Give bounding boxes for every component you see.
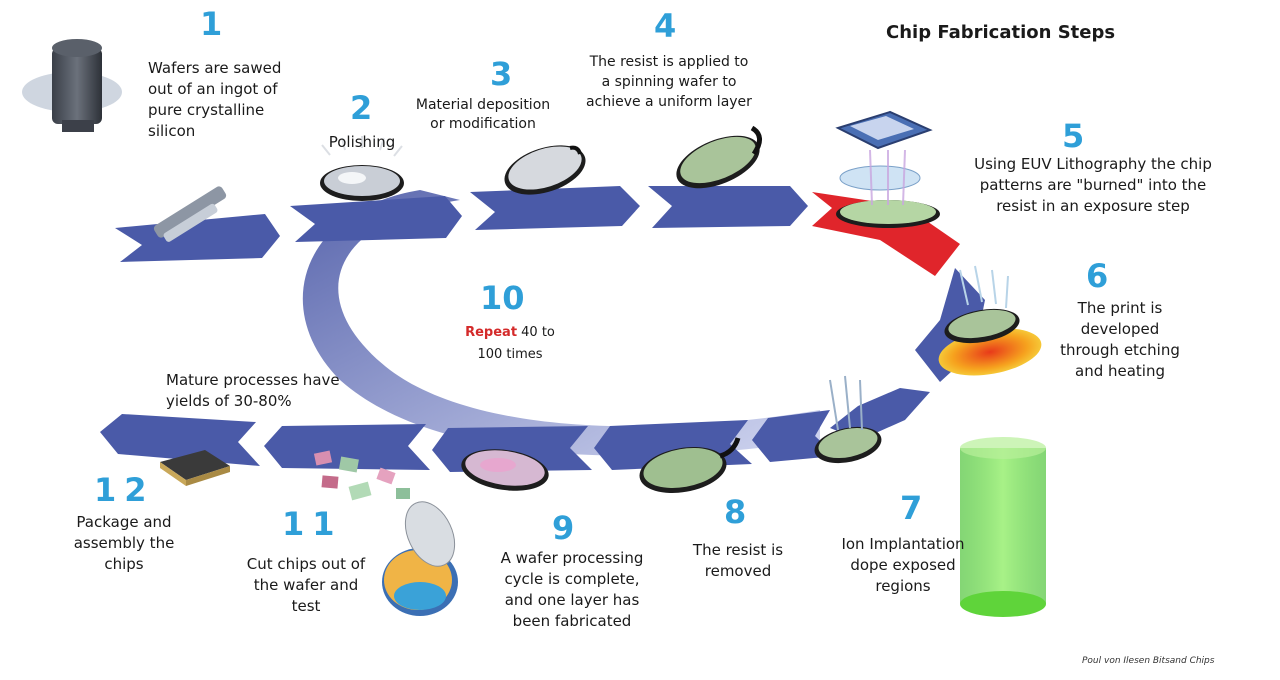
diagram-title: Chip Fabrication Steps [886, 22, 1116, 43]
step-1-caption: Wafers are sawed out of an ingot of pure… [148, 59, 282, 140]
completed-layer-wafer [461, 449, 549, 491]
arrow-step-3 [470, 186, 640, 230]
step-4-caption: The resist is applied to a spinning wafe… [586, 54, 752, 110]
arrow-step-12 [100, 414, 260, 466]
step-7-caption: Ion Implantation dope exposed regions [841, 535, 965, 595]
arrow-step-4 [648, 186, 808, 228]
ingot-illustration [22, 39, 122, 132]
step-12-caption: Package and assembly the chips [73, 513, 175, 573]
resist-wafer [676, 125, 762, 189]
repeat-caption-line2: 100 times [477, 347, 543, 362]
deposition-wafer [504, 145, 586, 195]
image-credit: Poul von Ilesen Bitsand Chips [1082, 656, 1215, 666]
arrow-step-11 [264, 424, 430, 470]
test-wafer [382, 501, 458, 616]
etching-wafer [938, 265, 1042, 376]
polished-wafer [320, 136, 404, 201]
step-5-caption: Using EUV Lithography the chip patterns … [974, 155, 1212, 215]
ion-implant-wafer [814, 375, 882, 464]
step-1-number: 1 [200, 5, 223, 43]
step-12-number: 12 [94, 471, 155, 509]
step-2-number: 2 [350, 89, 373, 127]
step-2-caption: Polishing [328, 133, 396, 151]
step-5-number: 5 [1062, 117, 1085, 155]
step-11-number: 11 [282, 505, 343, 543]
repeat-count-start: 40 to [517, 325, 555, 340]
saw-blade-illustration [153, 186, 227, 242]
lithography-stack [835, 110, 940, 228]
step-3-caption: Material deposition or modification [415, 97, 551, 132]
repeat-word: Repeat [465, 325, 518, 340]
implant-chamber-cylinder [960, 437, 1046, 617]
step-6-caption: The print is developed through etching a… [1060, 299, 1180, 380]
step-10-number: 10 [480, 279, 525, 317]
step-7-number: 7 [900, 489, 923, 527]
repeat-caption-line1: Repeat 40 to [440, 322, 580, 343]
resist-removed-wafer [639, 437, 741, 493]
step-9-caption: A wafer processing cycle is complete, an… [500, 549, 644, 630]
step-9-number: 9 [552, 509, 575, 547]
yield-note: Mature processes have yields of 30-80% [166, 371, 340, 410]
step-3-number: 3 [490, 55, 513, 93]
step-8-caption: The resist is removed [692, 541, 784, 580]
step-11-caption: Cut chips out of the wafer and test [246, 555, 366, 615]
arrow-step-2 [290, 196, 462, 242]
step-4-number: 4 [654, 7, 677, 45]
step-8-number: 8 [724, 493, 747, 531]
step-6-number: 6 [1086, 257, 1109, 295]
packaged-chip [160, 450, 230, 486]
diced-chips [313, 450, 410, 501]
